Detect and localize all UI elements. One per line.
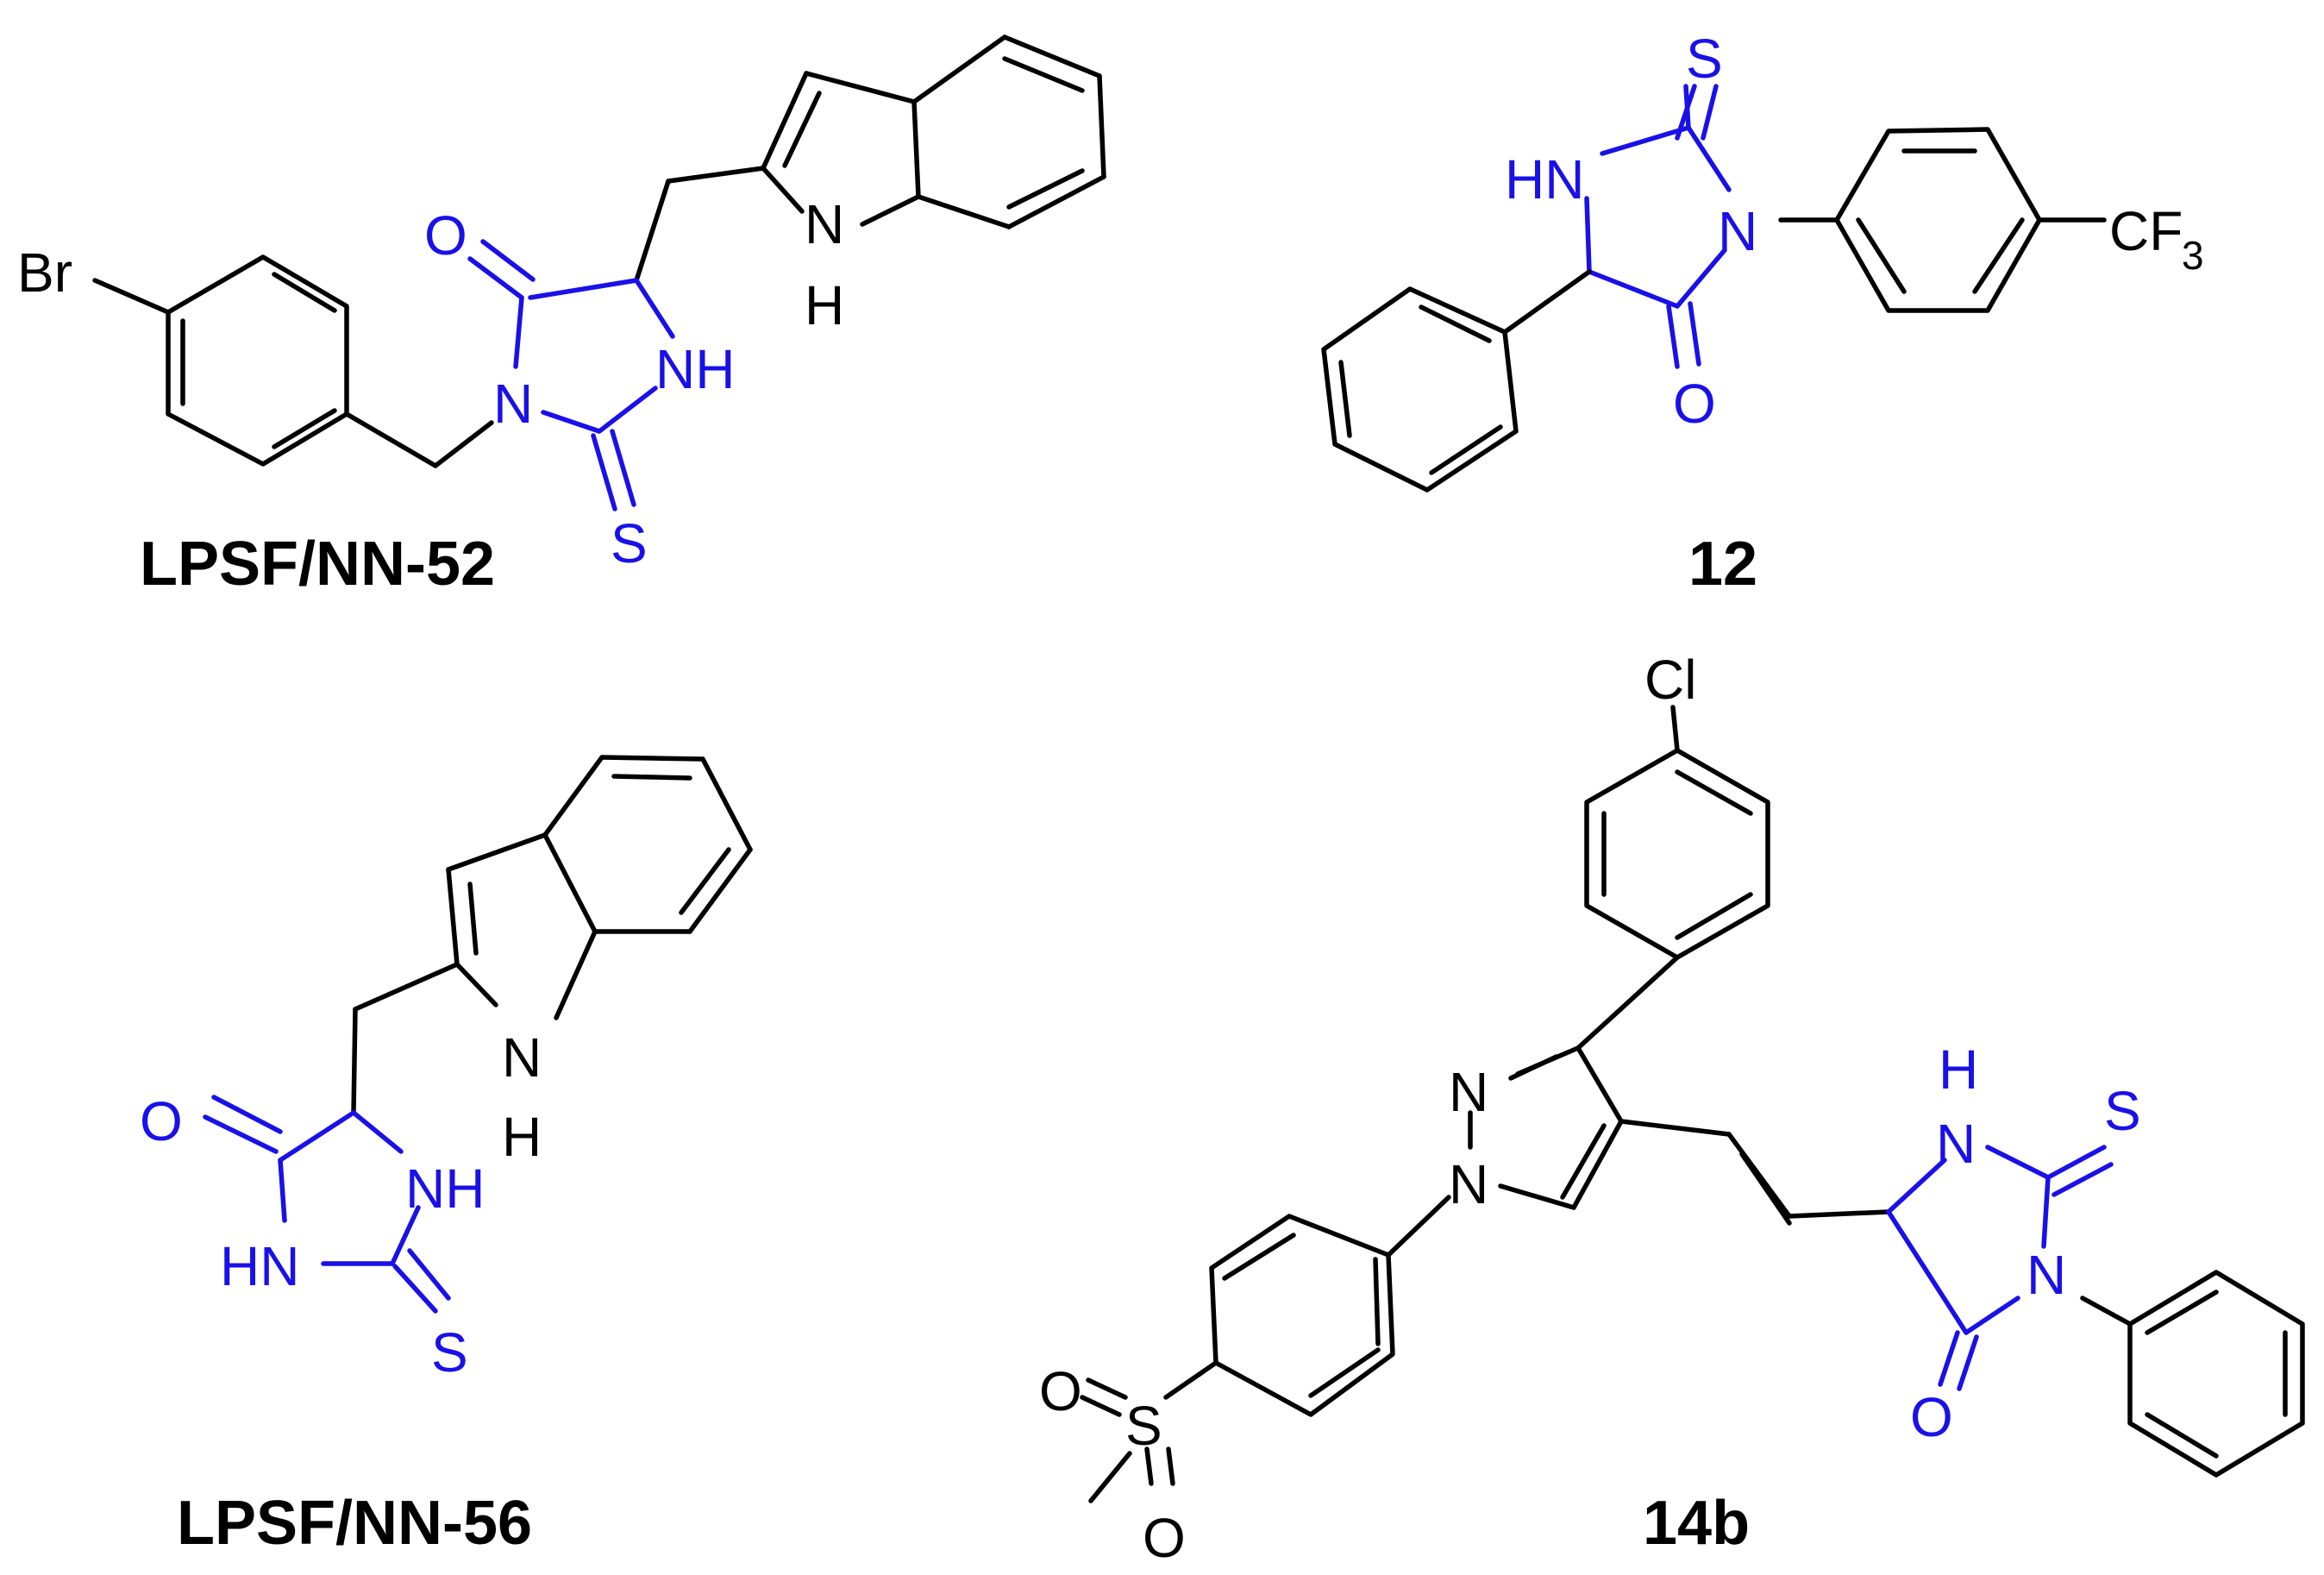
c12-atom-s: S (1686, 28, 1723, 90)
c14b-atom-n1: N (1449, 1153, 1488, 1215)
compound-label-14b: 14b (1643, 1489, 1750, 1558)
c12-hydantoin-bonds (1584, 84, 1732, 369)
c14b-atom-n2: N (1449, 1061, 1488, 1123)
c14b-skeleton-bonds (1080, 705, 2305, 1503)
c12-atom-o: O (1673, 373, 1716, 435)
compound-lpsf-nn-52: Br O N NH S N H LPSF/NN-52 (17, 35, 1106, 599)
compound-label-12: 12 (1688, 530, 1757, 599)
c12-atom-hn: HN (1505, 148, 1584, 210)
nn52-atom-s: S (611, 512, 648, 574)
nn52-atom-n: N (493, 373, 533, 435)
nn56-atom-nh: NH (405, 1158, 485, 1220)
c14b-atom-s-sulfonyl: S (1125, 1395, 1162, 1457)
nn56-atom-o: O (140, 1090, 183, 1152)
c12-atom-f-subscript: 3 (2182, 233, 2204, 278)
nn52-atom-o: O (424, 204, 467, 267)
c12-atom-n: N (1718, 200, 1757, 262)
c14b-atom-s-thione: S (2104, 1080, 2141, 1142)
compound-12: S HN N O CF 3 12 (1321, 28, 2204, 599)
c14b-atom-o-carbonyl: O (1910, 1386, 1953, 1448)
c12-skeleton-bonds (1321, 127, 2107, 493)
nn52-atom-nh: NH (655, 338, 735, 400)
compound-14b: Cl N N H N S N O O S O 14b (1039, 649, 2305, 1569)
compound-label-lpsf-nn-56: LPSF/NN-56 (177, 1489, 532, 1558)
c12-atom-cf: CF (2109, 200, 2183, 262)
nn52-atom-indole-n: N (805, 193, 844, 255)
compound-lpsf-nn-56: N H O NH HN S LPSF/NN-56 (140, 755, 753, 1558)
c14b-atom-n-phenyl: N (2026, 1244, 2066, 1306)
c14b-atom-o2: O (1143, 1507, 1186, 1569)
nn52-hydantoin-bonds (467, 239, 675, 511)
c14b-atom-cl: Cl (1644, 649, 1696, 711)
nn52-atom-br: Br (17, 242, 72, 304)
nn56-atom-indole-n: N (502, 1026, 542, 1089)
nn52-atom-indole-h: H (805, 274, 844, 336)
c14b-atom-n-ring: N (1936, 1113, 1976, 1175)
nn52-skeleton-bonds (92, 35, 1106, 468)
c14b-atom-o1: O (1039, 1360, 1082, 1422)
nn56-skeleton-bonds (351, 755, 753, 1115)
compound-label-lpsf-nn-52: LPSF/NN-52 (140, 530, 495, 599)
nn56-hydantoin-bonds (203, 1095, 451, 1314)
nn56-atom-indole-h: H (502, 1106, 542, 1168)
c14b-hydantoin-bonds (1886, 1145, 2114, 1391)
nn56-atom-s: S (431, 1321, 468, 1384)
nn56-atom-hn: HN (220, 1235, 299, 1297)
c14b-atom-h: H (1939, 1038, 1978, 1101)
